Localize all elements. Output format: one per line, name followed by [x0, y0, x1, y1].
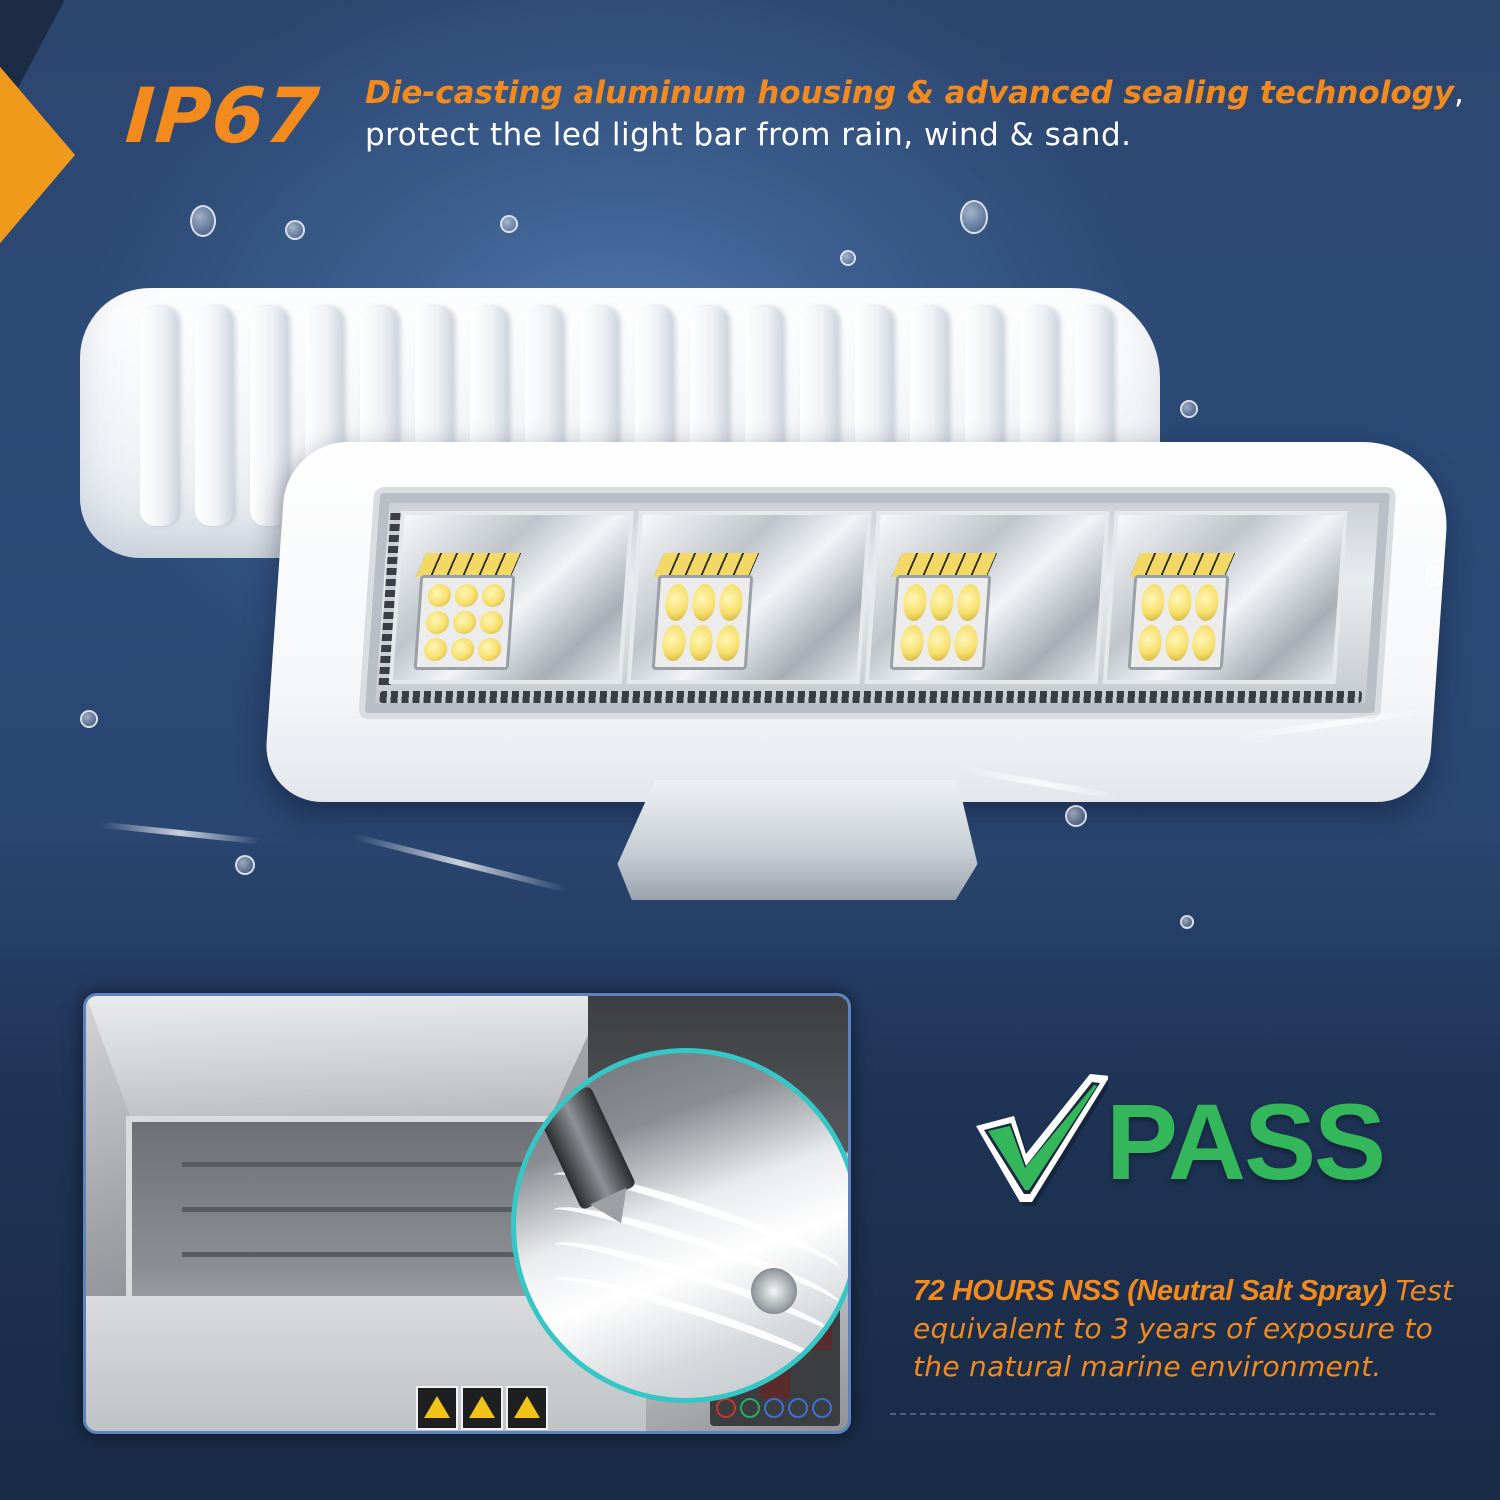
check-icon — [976, 1074, 1108, 1206]
lens — [358, 487, 1397, 719]
water-droplet — [235, 855, 255, 875]
water-droplet — [1180, 915, 1194, 929]
rack-rod — [182, 1252, 602, 1257]
led-reflector-cell — [388, 511, 634, 684]
rack-rod — [182, 1207, 602, 1212]
blue-button-icon — [764, 1398, 784, 1418]
ip-rating-badge: IP67 — [122, 71, 323, 160]
led-chip — [889, 575, 992, 670]
water-droplet — [1065, 805, 1087, 827]
corner-accent-triangle — [0, 55, 75, 255]
led-chip — [413, 575, 516, 670]
spray-nozzle-icon — [535, 1085, 637, 1211]
lens-border-pattern — [379, 691, 1363, 703]
magnified-inset — [511, 1048, 848, 1403]
dashed-divider — [890, 1413, 1435, 1415]
warning-label-icon — [506, 1386, 548, 1430]
led-chip-top — [1129, 553, 1236, 577]
led-reflector-cell — [626, 511, 872, 684]
headline-comma: , — [1454, 75, 1464, 111]
led-chip — [651, 575, 754, 670]
blue-button-icon — [812, 1398, 832, 1418]
warning-label-icon — [461, 1386, 503, 1430]
led-chip-top — [415, 553, 522, 577]
water-splash-streak — [100, 821, 260, 845]
water-droplet — [285, 220, 305, 240]
header: IP67 Die-casting aluminum housing & adva… — [0, 0, 1500, 190]
blue-button-icon — [788, 1398, 808, 1418]
led-reflector-cell — [864, 511, 1110, 684]
led-chip — [1127, 575, 1230, 670]
water-droplet — [1425, 565, 1443, 587]
led-chip-top — [653, 553, 760, 577]
salt-spray-description: 72 HOURS NSS (Neutral Salt Spray) Test e… — [913, 1272, 1473, 1386]
led-reflector-cell — [1102, 511, 1348, 684]
light-bar-front — [262, 442, 1453, 802]
salt-spray-text: Test equivalent to 3 years of exposure t… — [913, 1274, 1454, 1383]
water-splash-streak — [352, 833, 568, 893]
salt-spray-test-photo — [83, 993, 851, 1434]
heat-sink-fin — [195, 306, 233, 526]
mounting-bracket — [614, 780, 987, 900]
led-light-bar-illustration — [60, 180, 1460, 940]
headline-subtext: protect the led light bar from rain, win… — [365, 117, 1132, 153]
headline-highlight: Die-casting aluminum housing & advanced … — [365, 75, 1455, 111]
rack-rod — [182, 1162, 602, 1167]
bolt-icon — [751, 1268, 797, 1314]
water-droplet — [960, 200, 988, 234]
water-droplet — [840, 250, 856, 266]
led-chip-top — [891, 553, 998, 577]
pass-label: PASS — [1106, 1081, 1386, 1202]
pass-badge: PASS — [968, 1068, 1386, 1208]
water-droplet — [500, 215, 518, 233]
heat-sink-fin — [140, 306, 178, 526]
water-droplet — [190, 205, 216, 237]
warning-label-icon — [416, 1386, 458, 1430]
water-droplet — [80, 710, 98, 728]
salt-spray-highlight: 72 HOURS NSS (Neutral Salt Spray) — [913, 1275, 1387, 1307]
heat-sink-fin — [250, 306, 288, 526]
headline: Die-casting aluminum housing & advanced … — [365, 72, 1465, 156]
red-button-icon — [716, 1398, 736, 1418]
green-button-icon — [740, 1398, 760, 1418]
water-droplet — [1180, 400, 1198, 418]
